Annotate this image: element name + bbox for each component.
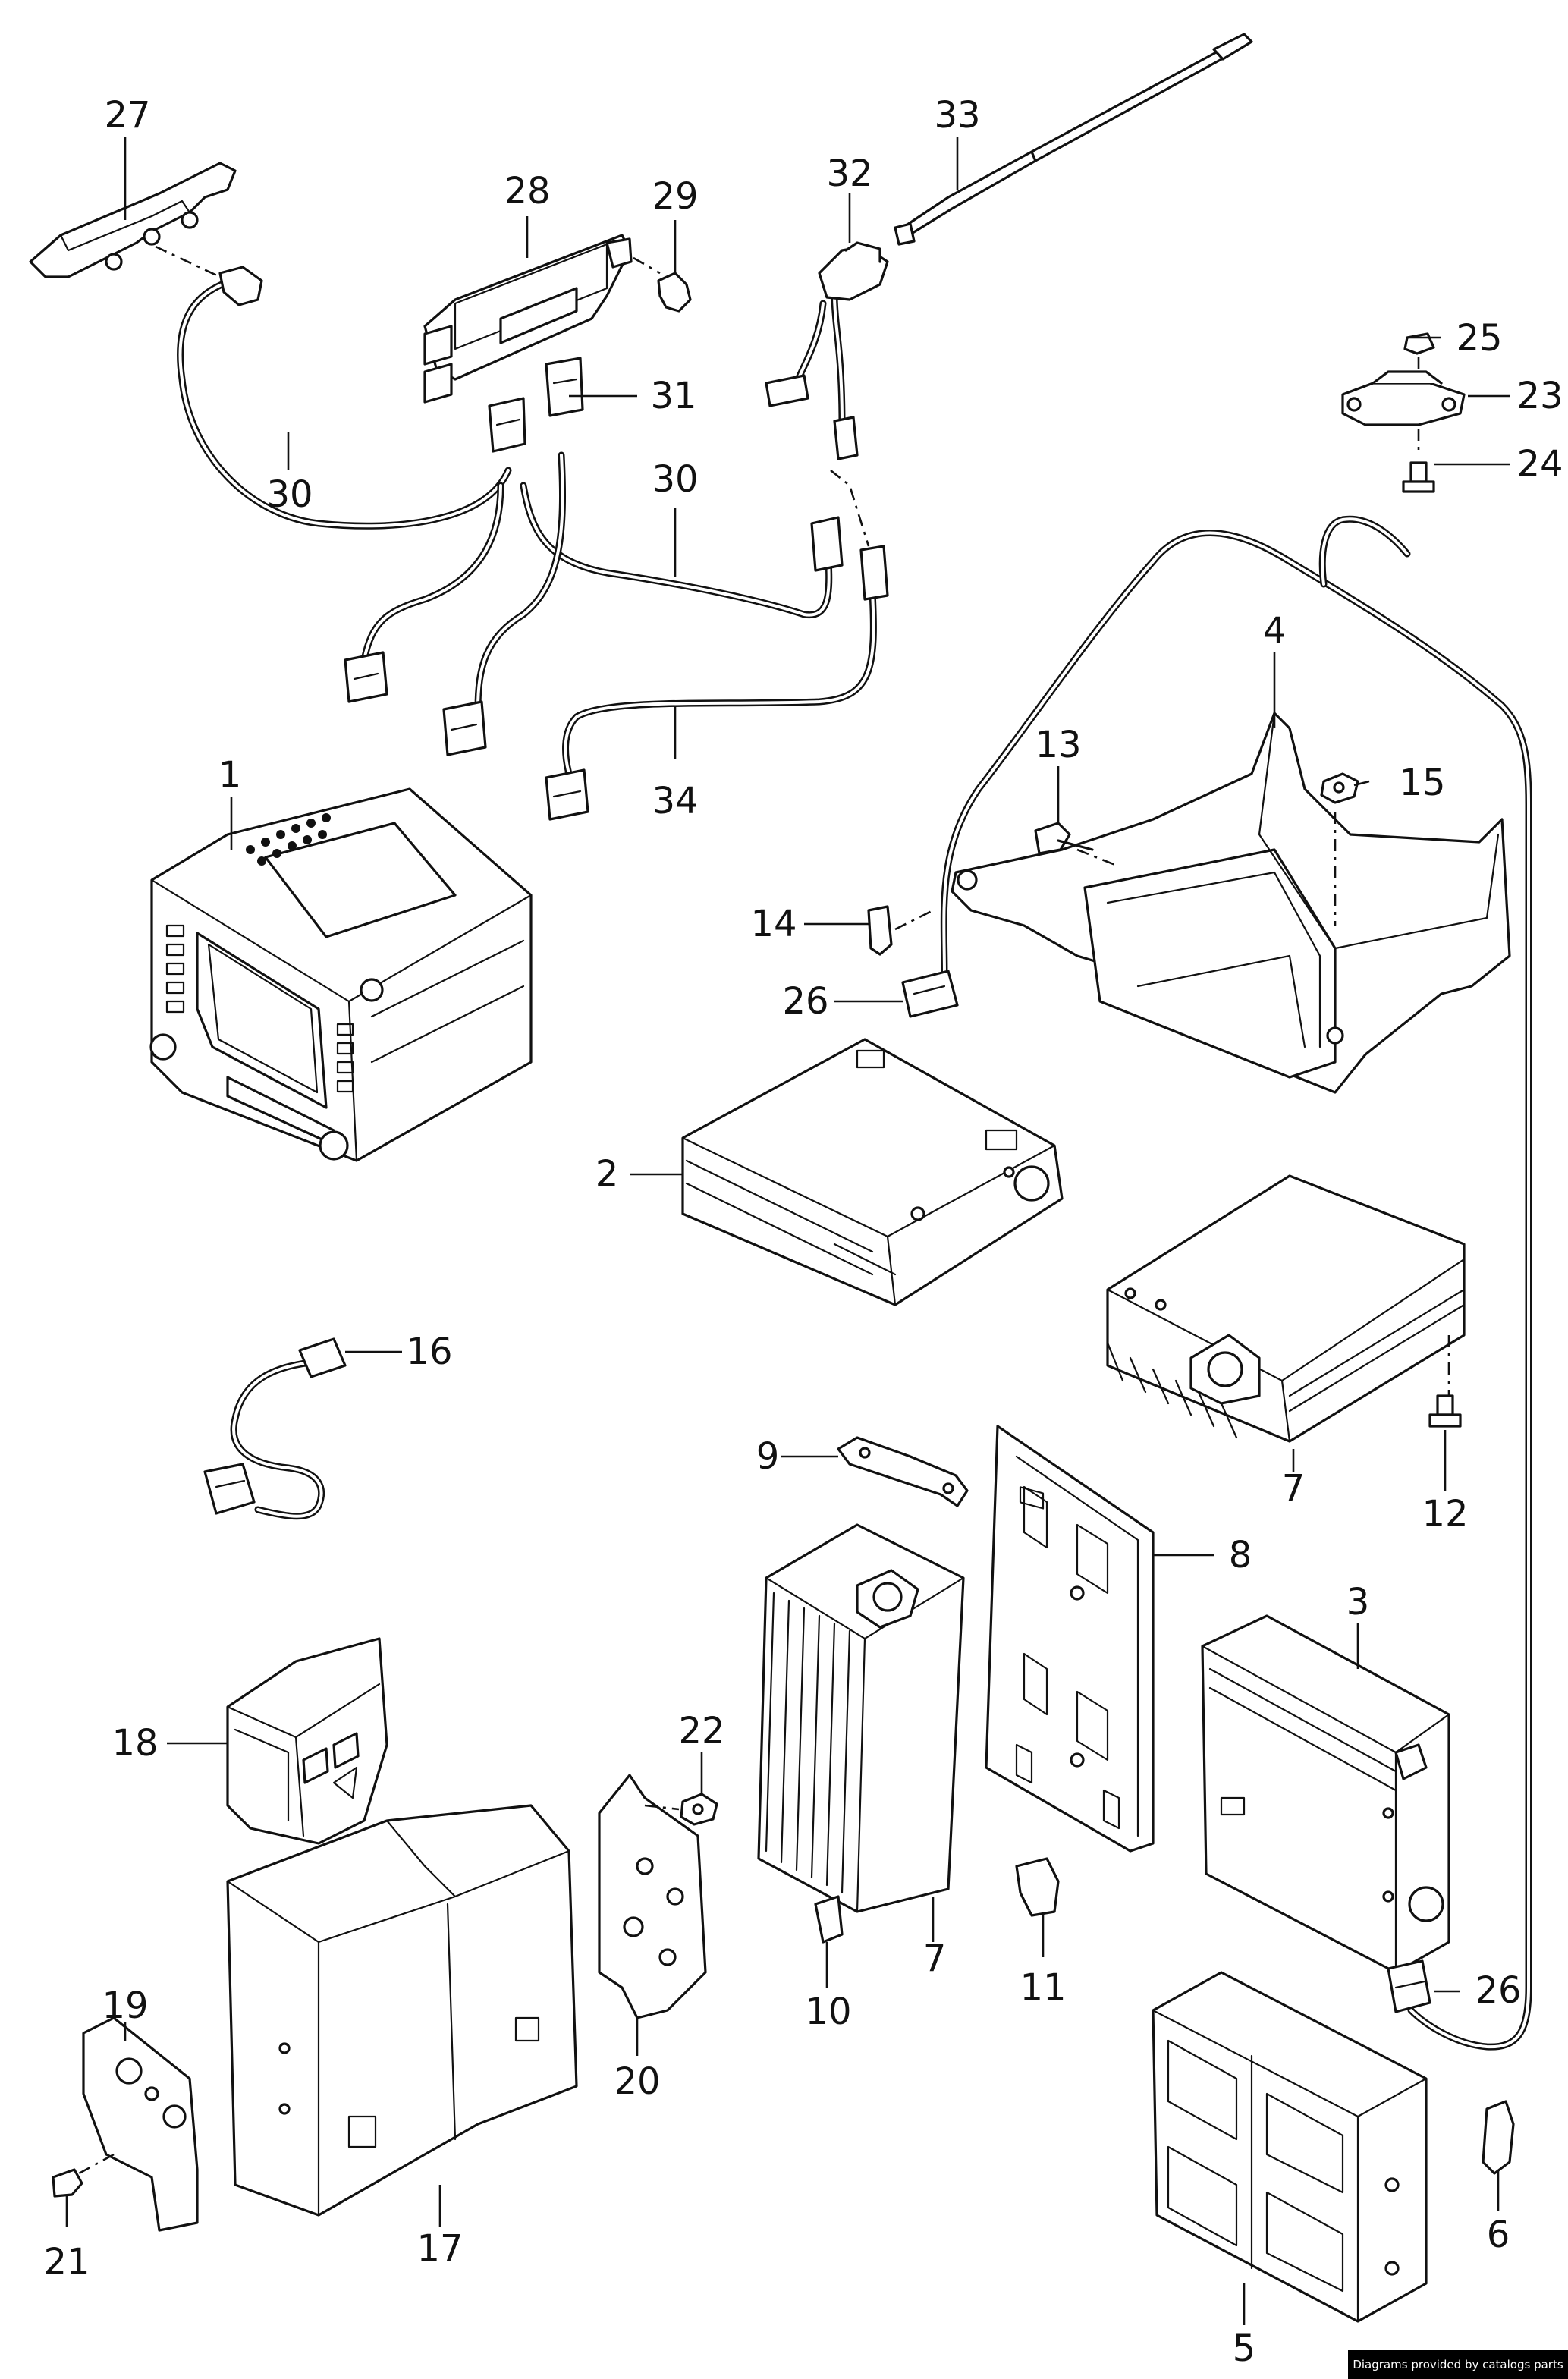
callout-17: 17	[416, 2227, 463, 2270]
cable-30-main	[520, 482, 833, 619]
part-11-clip	[1015, 1857, 1060, 1917]
callout-33: 33	[934, 94, 980, 137]
callout-5: 5	[1233, 2327, 1256, 2370]
callout-20: 20	[614, 2060, 660, 2103]
cable-30-branch-left	[360, 482, 504, 664]
callout-32: 32	[826, 152, 872, 195]
callout-24: 24	[1516, 443, 1563, 486]
cable-30-left	[177, 278, 512, 530]
part-24-screw	[1402, 461, 1435, 493]
part-6-clip	[1482, 2100, 1515, 2175]
callout-10: 10	[805, 1991, 851, 2033]
part-1-head-unit	[149, 787, 533, 1162]
callout-29: 29	[652, 175, 698, 218]
part-26-connector-lower	[1387, 1959, 1431, 2013]
callout-7-upper: 7	[1282, 1467, 1306, 1510]
callout-25: 25	[1456, 317, 1502, 360]
callout-23: 23	[1516, 375, 1563, 417]
part-34-connectors	[442, 469, 889, 821]
part-25-nut	[1403, 332, 1435, 355]
part-15-nut	[1320, 772, 1359, 804]
credit-banner: Diagrams provided by catalogs parts	[1348, 2350, 1568, 2379]
callout-26-upper: 26	[782, 980, 828, 1023]
part-2-drive-unit	[681, 1038, 1064, 1306]
part-26-connector-upper	[901, 970, 959, 1018]
part-19-bracket	[71, 2016, 199, 2232]
callout-28: 28	[504, 170, 550, 212]
cable-23-lead	[1318, 515, 1411, 588]
callout-34: 34	[652, 780, 698, 822]
callout-30-right: 30	[652, 458, 698, 501]
part-9-bracket	[837, 1436, 969, 1507]
callout-7-lower: 7	[923, 1937, 947, 1980]
callout-12: 12	[1422, 1493, 1468, 1535]
part-31-connectors	[488, 357, 584, 453]
callout-27: 27	[104, 94, 150, 137]
part-32-antenna-base	[765, 241, 889, 460]
part-18-control-unit	[226, 1637, 388, 1845]
callout-3: 3	[1346, 1581, 1370, 1623]
callout-1: 1	[218, 754, 242, 797]
cable-31	[474, 451, 567, 713]
part-4-mounting-frame	[951, 712, 1511, 1094]
part-30-connectors	[344, 516, 844, 703]
part-14-clip	[867, 905, 934, 956]
cable-34	[562, 588, 877, 778]
part-7-amplifier-lower	[757, 1523, 965, 1913]
part-33-whip-antenna	[894, 33, 1253, 246]
callout-4: 4	[1263, 610, 1287, 652]
callout-13: 13	[1035, 724, 1081, 766]
callout-21: 21	[43, 2241, 90, 2283]
leader-lines	[65, 137, 1510, 2325]
part-20-bracket-plate	[598, 1774, 707, 2019]
callout-16: 16	[406, 1331, 452, 1373]
callout-2: 2	[595, 1153, 619, 1196]
callout-labels: 27 28 29 32 33 31 30 30 34 25 23 24 4 13…	[43, 94, 1563, 2370]
part-16-adapter-cable	[203, 1337, 347, 1515]
part-10-clip	[814, 1895, 844, 1944]
callout-31: 31	[650, 375, 696, 417]
callout-6: 6	[1487, 2214, 1510, 2256]
part-27-antenna-module	[29, 162, 263, 306]
callout-19: 19	[102, 1985, 148, 2027]
part-8-mounting-plate	[985, 1425, 1155, 1853]
part-22-nut	[680, 1793, 718, 1826]
callout-8: 8	[1229, 1534, 1252, 1576]
part-28-antenna-amplifier	[423, 234, 661, 404]
callout-9: 9	[756, 1435, 780, 1478]
callout-11: 11	[1020, 1966, 1066, 2009]
cable-32-lead	[793, 292, 846, 429]
callout-30-left: 30	[266, 473, 313, 516]
part-5-holder	[1152, 1971, 1428, 2323]
callout-18: 18	[112, 1722, 158, 1765]
part-3-drive-unit	[1201, 1614, 1450, 1974]
callout-22: 22	[678, 1710, 724, 1752]
cable-26-upper	[940, 530, 1532, 2051]
part-29-clip	[657, 272, 692, 313]
part-7-amplifier-upper	[1106, 1174, 1466, 1443]
callout-15: 15	[1399, 762, 1445, 804]
part-21-screw	[52, 2168, 83, 2198]
callout-14: 14	[750, 903, 797, 945]
cable-16	[230, 1358, 325, 1520]
part-13-bolt	[1034, 822, 1116, 866]
part-17-module	[226, 1804, 578, 2217]
part-23-bracket-module	[1341, 357, 1466, 455]
callout-26-lower: 26	[1475, 1969, 1521, 2012]
part-12-screw	[1428, 1394, 1462, 1428]
